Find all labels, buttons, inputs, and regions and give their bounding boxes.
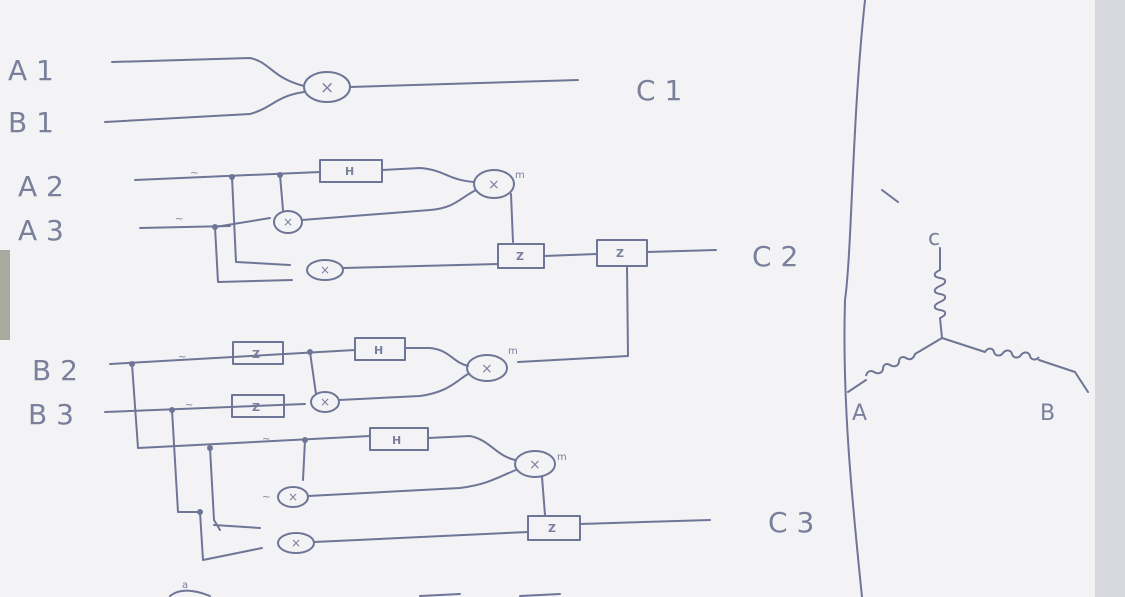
tilde-b2-low: ~ xyxy=(262,434,270,445)
annotation-m-4: m xyxy=(557,452,567,463)
input-label-a2: A 2 xyxy=(18,170,64,203)
wire-b2-mid-down xyxy=(309,351,317,395)
wire-z2b-to-mult3 xyxy=(517,265,629,363)
wire-c3 xyxy=(579,519,711,525)
h-gate-2: H xyxy=(319,159,383,183)
multiply-gate-2b: × xyxy=(473,169,515,199)
wire-mult2c-right xyxy=(342,263,499,269)
svg-text:H: H xyxy=(392,434,401,447)
input-label-a1: A 1 xyxy=(8,54,54,87)
divider-line xyxy=(843,0,866,597)
branch-a2-mid xyxy=(279,174,284,211)
multiply-gate-3b: × xyxy=(466,354,508,382)
branch-a2-down xyxy=(231,176,291,266)
wye-coil-a xyxy=(847,337,943,393)
svg-text:×: × xyxy=(320,263,330,277)
svg-text:H: H xyxy=(345,165,354,178)
wire-mult3e-right xyxy=(313,531,529,543)
wire-c2 xyxy=(646,249,717,253)
wye-label-a: A xyxy=(852,401,867,426)
tilde-b3: ~ xyxy=(185,400,193,411)
svg-text:×: × xyxy=(481,361,493,377)
branch-a3-down xyxy=(214,226,293,283)
branch-low-2 xyxy=(302,439,306,481)
wire-a1 xyxy=(111,57,305,87)
svg-text:×: × xyxy=(320,78,334,98)
svg-text:×: × xyxy=(288,490,298,504)
tick-mark xyxy=(881,189,899,203)
tilde-b2: ~ xyxy=(178,352,186,363)
branch-b2-down xyxy=(131,363,371,449)
svg-text:×: × xyxy=(291,536,301,550)
svg-text:H: H xyxy=(374,344,383,357)
wire-z2a-z2b xyxy=(543,253,598,257)
branch-low-1 xyxy=(209,447,221,531)
wire-b1 xyxy=(104,91,305,123)
tilde-a3: ~ xyxy=(175,214,183,225)
input-label-b1: B 1 xyxy=(8,106,54,139)
wire-b3 xyxy=(104,403,306,413)
input-label-b2: B 2 xyxy=(32,354,78,387)
z-gate-3c: Z xyxy=(527,515,581,541)
multiply-gate-3a: × xyxy=(310,391,340,413)
wire-mult3d-down xyxy=(541,476,546,516)
small-k-label: a xyxy=(182,580,188,591)
wire-a2 xyxy=(134,171,321,181)
output-label-c2: C 2 xyxy=(752,240,798,273)
bottom-doodle-1 xyxy=(169,589,211,597)
svg-text:Z: Z xyxy=(548,522,556,535)
multiply-gate-2a: × xyxy=(273,210,303,234)
multiply-gate-2c: × xyxy=(306,259,344,281)
output-label-c1: C 1 xyxy=(636,74,682,107)
wye-label-b: B xyxy=(1040,401,1055,426)
wire-h3a-to-mult xyxy=(404,347,469,367)
svg-text:×: × xyxy=(283,215,293,229)
z-gate-3a: Z xyxy=(232,341,284,365)
svg-text:×: × xyxy=(320,395,330,409)
right-shadow xyxy=(1095,0,1125,597)
svg-text:×: × xyxy=(488,177,500,193)
branch-b3-down xyxy=(171,409,201,513)
input-label-b3: B 3 xyxy=(28,398,74,431)
multiply-gate-3d: × xyxy=(514,450,556,478)
branch-low-3 xyxy=(199,511,263,561)
svg-text:Z: Z xyxy=(616,247,624,260)
annotation-m-3: m xyxy=(508,346,518,357)
wire-h2-to-mult xyxy=(381,167,475,183)
wire-c1 xyxy=(349,79,579,88)
branch-low-4 xyxy=(213,524,261,529)
tilde-a2: ~ xyxy=(190,168,198,179)
input-label-a3: A 3 xyxy=(18,214,64,247)
wire-mult3c-to-mult xyxy=(307,469,517,497)
bottom-doodle-3 xyxy=(519,593,561,597)
wye-coil-c xyxy=(933,247,947,339)
annotation-m-2: m xyxy=(515,170,525,181)
tilde-b3-low: ~ xyxy=(262,492,270,503)
svg-text:Z: Z xyxy=(252,348,260,361)
left-shadow xyxy=(0,250,10,340)
wye-coil-b xyxy=(941,337,1089,393)
svg-text:Z: Z xyxy=(516,250,524,263)
svg-text:Z: Z xyxy=(252,401,260,414)
svg-text:×: × xyxy=(529,457,541,473)
wire-mult2a-to-mult xyxy=(301,189,477,221)
bottom-doodle-2 xyxy=(419,593,461,597)
wye-label-c: c xyxy=(928,226,940,251)
wire-mult3a-to-mult xyxy=(338,373,469,401)
wire-mult2b-down xyxy=(510,193,514,243)
branch-a3 xyxy=(214,217,271,228)
wire-h3b-to-mult xyxy=(427,435,516,461)
output-label-c3: C 3 xyxy=(768,506,814,539)
z-gate-3b: Z xyxy=(231,394,285,418)
